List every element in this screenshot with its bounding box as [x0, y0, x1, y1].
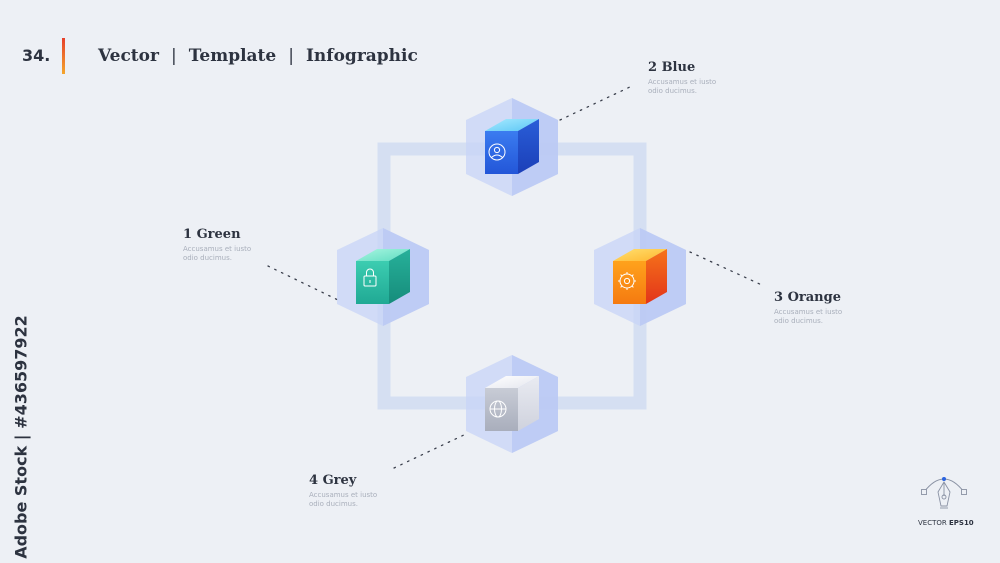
cube-blue	[466, 98, 558, 196]
lock-icon	[363, 268, 377, 287]
stock-credit: Adobe Stock | #436597922	[6, 315, 36, 559]
connector-green	[267, 265, 339, 301]
step-label-blue: 2 Blue Accusamus et iusto odio ducimus.	[648, 60, 728, 96]
step-title: 4 Grey	[309, 473, 357, 488]
vector-eps-badge: VECTOR EPS10	[918, 519, 974, 527]
pen-tool-icon	[921, 477, 967, 509]
step-description: Accusamus et iusto odio ducimus.	[183, 245, 252, 262]
cube-orange	[594, 228, 686, 326]
title-word-infographic: Infographic	[305, 46, 418, 66]
slide-number: 34.	[22, 46, 51, 65]
step-label-orange: 3 Orange Accusamus et iusto odio ducimus…	[774, 290, 854, 326]
stock-credit-text: Adobe Stock | #436597922	[11, 315, 31, 559]
connector-orange	[689, 251, 765, 287]
badge-prefix: VECTOR	[918, 519, 947, 527]
connector-grey	[393, 433, 467, 469]
badge-suffix: EPS10	[948, 519, 974, 527]
step-description: Accusamus et iusto odio ducimus.	[774, 308, 843, 325]
step-title: 1 Green	[183, 227, 241, 242]
step-description: Accusamus et iusto odio ducimus.	[648, 78, 717, 95]
cube-grey	[466, 355, 558, 453]
step-label-green: 1 Green Accusamus et iusto odio ducimus.	[183, 227, 263, 263]
step-title: 3 Orange	[774, 290, 841, 305]
title-word-template: Template	[188, 46, 277, 66]
step-label-grey: 4 Grey Accusamus et iusto odio ducimus.	[309, 473, 389, 509]
connector-blue	[559, 85, 633, 121]
cube-green	[337, 228, 429, 326]
gear-icon	[618, 272, 636, 290]
accent-bar	[62, 38, 65, 74]
title-separator: |	[170, 46, 177, 66]
title-word-vector: Vector	[98, 46, 159, 66]
globe-icon	[489, 400, 507, 418]
step-description: Accusamus et iusto odio ducimus.	[309, 491, 378, 508]
page-title: Vector | Template | Infographic	[98, 46, 418, 66]
title-separator: |	[288, 46, 294, 66]
step-title: 2 Blue	[648, 60, 696, 75]
user-circle-icon	[488, 143, 506, 161]
